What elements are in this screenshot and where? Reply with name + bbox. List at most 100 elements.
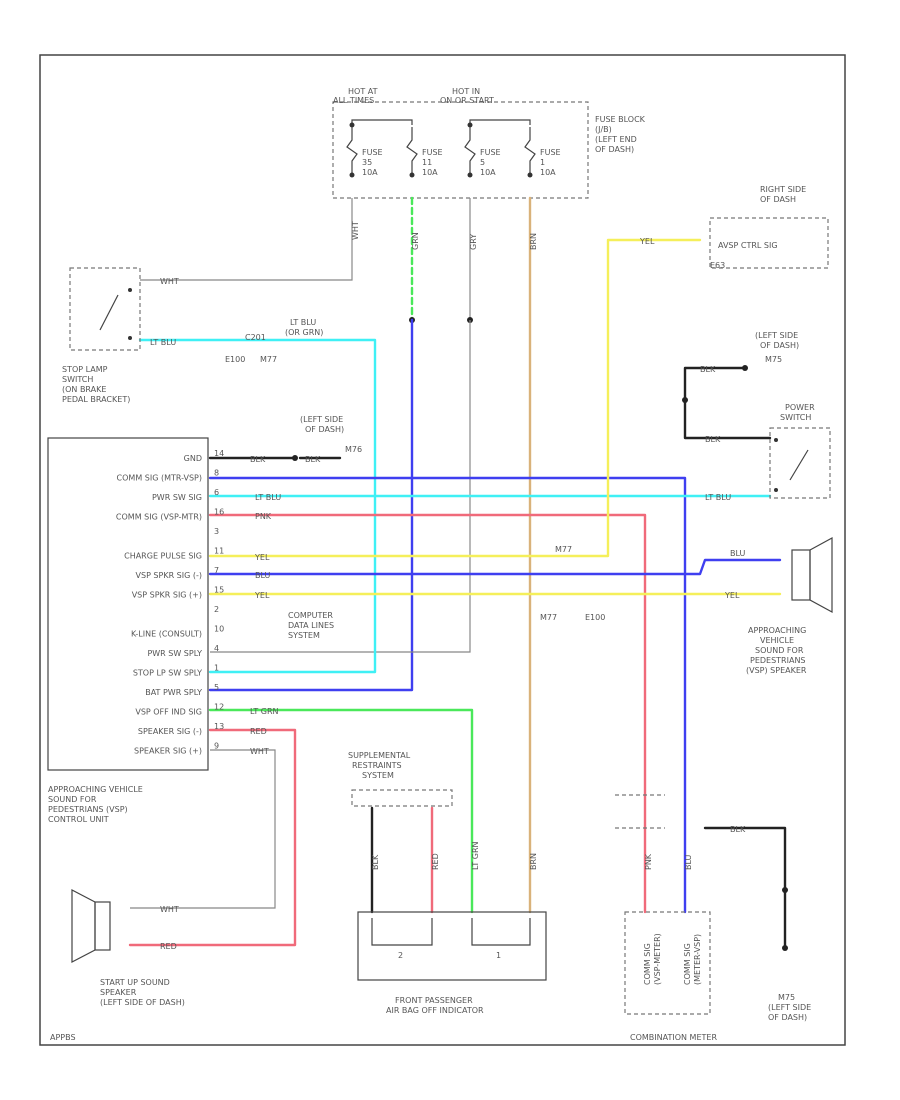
wire-label-e100-b: E100 bbox=[585, 613, 605, 622]
indicator-pin-1: 1 bbox=[496, 951, 501, 960]
ground-label-3: OF DASH) bbox=[768, 1013, 807, 1022]
pin-number: 12 bbox=[214, 703, 224, 712]
bus-node bbox=[349, 122, 355, 128]
wire-yel-charge-pulse bbox=[208, 238, 702, 558]
ground-m75-end bbox=[782, 945, 788, 951]
stop-lamp-switch: STOP LAMP SWITCH (ON BRAKE PEDAL BRACKET… bbox=[62, 267, 141, 404]
stop-lamp-label-4: PEDAL BRACKET) bbox=[62, 395, 130, 404]
computer-data-label-1: COMPUTER bbox=[288, 611, 333, 620]
meter-pin-2-line2: (METER-VSP) bbox=[693, 934, 702, 985]
ground-label-1: M75 bbox=[778, 993, 795, 1002]
hot-at-all-times-label: HOT AT bbox=[348, 87, 378, 96]
fuse-block: HOT AT ALL TIMES HOT IN ON OR START FUSE… bbox=[332, 87, 646, 199]
diagram-code: APPBS bbox=[50, 1033, 76, 1042]
power-switch: POWER SWITCH bbox=[769, 403, 831, 499]
fuse-11-num: 11 bbox=[422, 158, 432, 167]
indicator-pin-2: 2 bbox=[398, 951, 403, 960]
pin-label: SPEAKER SIG (+) bbox=[134, 747, 202, 756]
hot-in-start-label: HOT IN bbox=[452, 87, 480, 96]
fuse-1-name: FUSE bbox=[540, 148, 561, 157]
wire-label-red-speaker: RED bbox=[160, 942, 177, 951]
fuse-11-name: FUSE bbox=[422, 148, 443, 157]
pin-label: VSP SPKR SIG (+) bbox=[132, 591, 202, 600]
ground-m75-label: M75 (LEFT SIDE OF DASH) bbox=[768, 993, 811, 1022]
wire-label-grn: GRN bbox=[411, 232, 420, 250]
pin-label: SPEAKER SIG (-) bbox=[138, 727, 202, 736]
fuse-5-num: 5 bbox=[480, 158, 485, 167]
diagram-frame bbox=[39, 54, 846, 1046]
startup-speaker-label-2: SPEAKER bbox=[100, 988, 137, 997]
pin-label: VSP OFF IND SIG bbox=[135, 708, 202, 717]
fuse-1-num: 1 bbox=[540, 158, 545, 167]
meter-pin-1-line1: COMM SIG bbox=[643, 943, 652, 985]
fuse-block-label-1: FUSE BLOCK bbox=[595, 115, 646, 124]
wire-label-blk-b: BLK bbox=[305, 455, 321, 464]
left-dash-1-line2: OF DASH) bbox=[305, 425, 344, 434]
wire-label-ltblu-grn-sub: (OR GRN) bbox=[285, 328, 323, 337]
fuse-5: FUSE 5 10A bbox=[464, 127, 501, 178]
wire-ltgrn-vsp-off-ind bbox=[208, 708, 474, 914]
wire-label-blk-meter: BLK bbox=[730, 825, 746, 834]
wire-label-wht-stop: WHT bbox=[160, 277, 179, 286]
pin-number: 2 bbox=[214, 605, 219, 614]
fuse-35-num: 35 bbox=[362, 158, 372, 167]
wire-label-ltblu-pwr: LT BLU bbox=[255, 493, 281, 502]
airbag-off-label-1: FRONT PASSENGER bbox=[395, 996, 473, 1005]
pin-label: BAT PWR SPLY bbox=[145, 688, 202, 697]
computer-data-lines: COMPUTER DATA LINES SYSTEM bbox=[288, 611, 334, 640]
wire-label-blu-c: BLU bbox=[684, 854, 693, 870]
pin-number: 8 bbox=[214, 469, 219, 478]
fuse-5-amp: 10A bbox=[480, 168, 496, 177]
wire-blu-bat-pwr bbox=[208, 318, 414, 692]
fuse-block-label-2: (J/B) bbox=[595, 125, 612, 134]
pin-label: COMM SIG (VSP-MTR) bbox=[116, 513, 202, 522]
fuse-block-label-3: (LEFT END bbox=[595, 135, 637, 144]
left-dash-2-line2: OF DASH) bbox=[760, 341, 799, 350]
srs-module: SUPPLEMENTAL RESTRAINTS SYSTEM bbox=[348, 751, 453, 807]
pin-label: COMM SIG (MTR-VSP) bbox=[117, 474, 202, 483]
pin-number: 5 bbox=[214, 683, 219, 692]
avsp-speaker-label-3: SOUND FOR bbox=[755, 646, 804, 655]
wire-label-m77-b: M77 bbox=[555, 545, 572, 554]
wire-label-wht-speaker-b: WHT bbox=[160, 905, 179, 914]
wire-label-ltblu-grn: LT BLU bbox=[290, 318, 316, 327]
control-unit-label-1: APPROACHING VEHICLE bbox=[48, 785, 143, 794]
wire-label-blk-srs: BLK bbox=[371, 854, 380, 870]
meter-pin-1-line2: (VSP-METER) bbox=[653, 933, 662, 985]
wire-blk-power-sw bbox=[683, 366, 772, 440]
combination-meter: COMM SIG (VSP-METER) COMM SIG (METER-VSP… bbox=[615, 794, 717, 1042]
avsp-speaker-label-2: VEHICLE bbox=[760, 636, 794, 645]
wire-label-pnk: PNK bbox=[255, 512, 272, 521]
wire-label-yel-spkr-right: YEL bbox=[724, 591, 740, 600]
fuse-35-amp: 10A bbox=[362, 168, 378, 177]
ground-m75 bbox=[782, 887, 788, 893]
fuse-35: FUSE 35 10A bbox=[346, 127, 383, 178]
pin-number: 3 bbox=[214, 527, 219, 536]
wire-label-m77: M77 bbox=[260, 355, 277, 364]
pin-label: PWR SW SPLY bbox=[147, 649, 202, 658]
avsp-speaker: APPROACHING VEHICLE SOUND FOR PEDESTRIAN… bbox=[746, 536, 833, 675]
hot-in-start-sub: ON OR START bbox=[440, 96, 494, 105]
wire-label-red: RED bbox=[250, 727, 267, 736]
wire-label-ltblu-pwr-right: LT BLU bbox=[705, 493, 731, 502]
wire-label-brn: BRN bbox=[529, 233, 538, 250]
computer-data-label-3: SYSTEM bbox=[288, 631, 320, 640]
left-dash-1-line1: (LEFT SIDE bbox=[300, 415, 343, 424]
wire-label-yel-top: YEL bbox=[639, 237, 655, 246]
fuse-block-label-4: OF DASH) bbox=[595, 145, 634, 154]
bus-node bbox=[467, 122, 473, 128]
hot-at-all-times-sub: ALL TIMES bbox=[333, 96, 374, 105]
avsp-ctrl-label: AVSP CTRL SIG bbox=[718, 241, 778, 250]
wire-label-wht-speaker: WHT bbox=[250, 747, 269, 756]
pin-label: CHARGE PULSE SIG bbox=[124, 552, 202, 561]
wire-label-blk-pwr-b: BLK bbox=[705, 435, 721, 444]
ground-point bbox=[682, 397, 688, 403]
pin-label: K-LINE (CONSULT) bbox=[131, 630, 202, 639]
ground-label-2: (LEFT SIDE bbox=[768, 1003, 811, 1012]
pin-number: 10 bbox=[214, 625, 224, 634]
srs-label-3: SYSTEM bbox=[362, 771, 394, 780]
meter-pin-2-line1: COMM SIG bbox=[683, 943, 692, 985]
